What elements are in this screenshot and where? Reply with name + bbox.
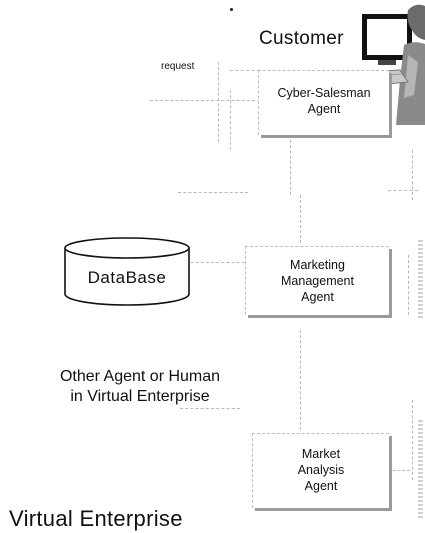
customer-label: Customer: [259, 28, 344, 49]
connector-line: [388, 470, 410, 471]
connector-line: [300, 195, 301, 243]
connector-line: [290, 140, 291, 195]
connector-line: [412, 150, 413, 200]
marketing-management-agent-label: Marketing Management Agent: [281, 258, 354, 304]
connector-line: [412, 400, 413, 480]
market-analysis-agent-box: Market Analysis Agent: [252, 433, 389, 508]
edge-strip: [418, 240, 423, 320]
request-label: request: [161, 61, 195, 72]
connector-line: [178, 192, 248, 193]
database-cylinder-icon: [64, 237, 190, 306]
cyber-salesman-agent-box: Cyber-Salesman Agent: [258, 70, 389, 135]
other-agent-label: Other Agent or Human in Virtual Enterpri…: [59, 368, 221, 405]
connector-line: [230, 70, 260, 71]
connector-line: [150, 100, 260, 101]
connector-line: [408, 255, 409, 315]
virtual-enterprise-label: Virtual Enterprise: [9, 506, 183, 531]
market-analysis-agent-label: Market Analysis Agent: [297, 447, 345, 493]
connector-line: [218, 62, 219, 142]
database-label: DataBase: [87, 268, 167, 287]
connector-line: [180, 408, 240, 409]
connector-line: [388, 190, 418, 191]
connector-line: [160, 262, 260, 263]
cyber-salesman-agent-label: Cyber-Salesman Agent: [277, 86, 371, 116]
edge-strip: [418, 420, 423, 520]
connector-line: [230, 90, 231, 150]
connector-line: [300, 330, 301, 430]
marketing-management-agent-box: Marketing Management Agent: [245, 246, 389, 315]
dot-mark: [230, 8, 233, 11]
